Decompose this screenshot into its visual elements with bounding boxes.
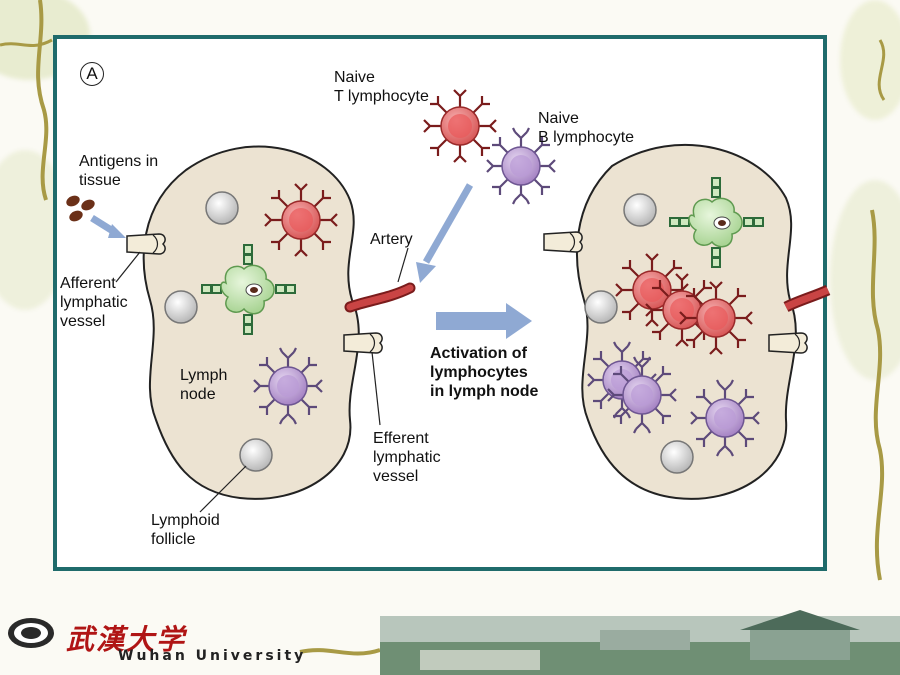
label-efferent-vessel: Efferent lymphatic vessel [373, 430, 441, 485]
follicle-right-3 [660, 440, 694, 474]
label-activation: Activation of lymphocytes in lymph node [430, 345, 539, 400]
background-decoration [840, 0, 900, 120]
artery-entry-arrow [422, 183, 474, 264]
efferent-vessel-right [768, 332, 808, 354]
naive-t-cell [422, 88, 498, 164]
footer-banner [299, 610, 900, 675]
label-lymph-node: Lymph node [180, 367, 228, 403]
afferent-vessel-left [126, 233, 166, 255]
follicle-left-2 [164, 290, 198, 324]
leader-lines [115, 247, 409, 513]
label-naive-b-lymphocyte: Naive B lymphocyte [538, 110, 635, 146]
efferent-vessel-left [343, 332, 383, 354]
panel-badge: A [80, 62, 104, 86]
antigen-particles [66, 195, 95, 222]
university-name-cn: 武漢大学 [66, 623, 187, 656]
activation-arrow [436, 303, 532, 339]
follicle-right-2 [584, 290, 618, 324]
afferent-vessel-right [543, 231, 583, 253]
follicle-left-3 [239, 438, 273, 472]
label-antigens-in-tissue: Antigens in tissue [79, 153, 159, 189]
follicle-left-1 [205, 191, 239, 225]
follicle-right-1 [623, 193, 657, 227]
label-lymphoid-follicle: Lymphoid follicle [151, 512, 220, 548]
label-afferent-vessel: Afferent lymphatic vessel [60, 275, 128, 330]
university-name-en: Wuhan University [118, 648, 307, 664]
university-seal-icon [8, 618, 54, 648]
label-artery: Artery [370, 231, 413, 248]
label-naive-t-lymphocyte: Naive T lymphocyte [334, 69, 429, 105]
background-decoration [830, 180, 900, 380]
